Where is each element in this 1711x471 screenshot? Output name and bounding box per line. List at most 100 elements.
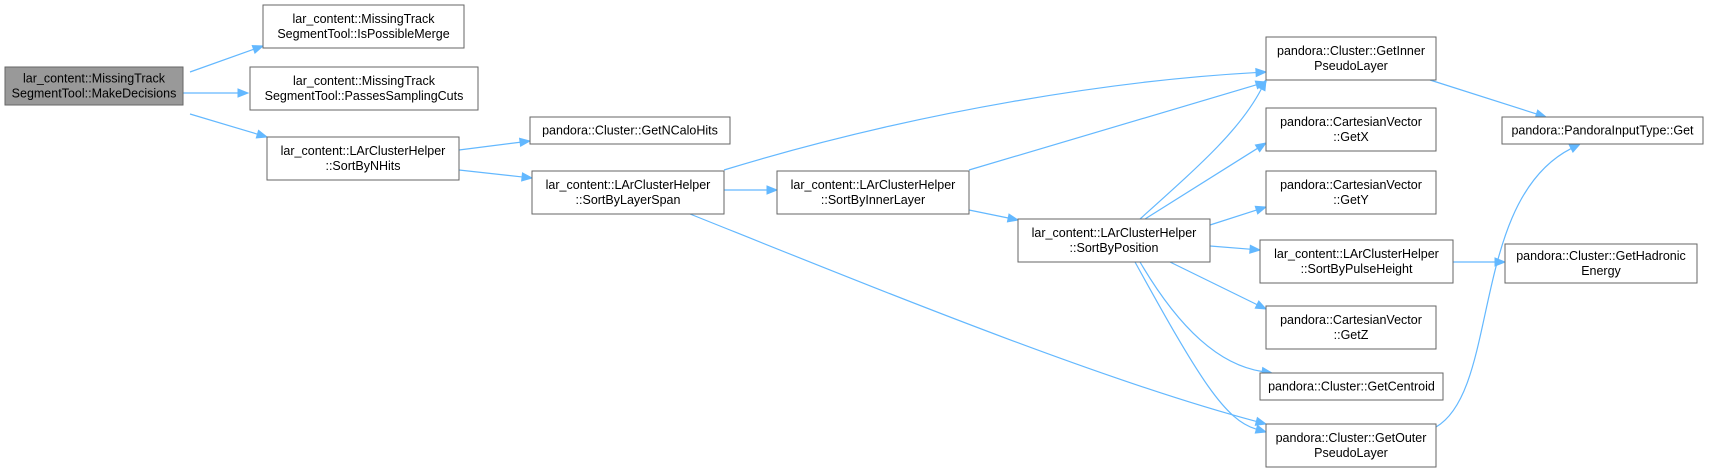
node-label-line: ::GetX — [1333, 130, 1369, 144]
node-label-line: SegmentTool::IsPossibleMerge — [277, 27, 449, 41]
nodes-layer: lar_content::MissingTrackSegmentTool::Ma… — [4, 4, 1704, 468]
node-sort-by-layer-span[interactable]: lar_content::LArClusterHelper::SortByLay… — [531, 170, 725, 215]
node-box — [1265, 107, 1437, 152]
arrowhead — [1494, 257, 1507, 267]
edge-sort-by-position-to-get-x — [1144, 142, 1268, 220]
edge-sort-by-nhits-to-sort-by-layer-span — [458, 169, 534, 182]
edge-line — [1144, 147, 1258, 220]
node-box — [262, 4, 465, 49]
edge-sort-by-position-to-get-z — [1169, 261, 1268, 310]
node-get-y[interactable]: pandora::CartesianVector::GetY — [1265, 170, 1437, 215]
edge-line — [458, 169, 523, 178]
edge-line — [1139, 261, 1263, 373]
node-label-line: ::SortByPulseHeight — [1301, 262, 1413, 276]
node-is-possible-merge[interactable]: lar_content::MissingTrackSegmentTool::Is… — [262, 4, 465, 49]
node-box — [1265, 36, 1437, 81]
edge-make-decisions-to-sort-by-nhits — [189, 113, 269, 139]
edge-sort-by-inner-layer-to-sort-by-position — [968, 209, 1020, 223]
arrowhead — [1254, 205, 1268, 215]
arrowhead — [1254, 142, 1268, 153]
node-label-line: lar_content::MissingTrack — [293, 12, 436, 26]
edge-line — [1209, 245, 1251, 250]
edge-sort-by-position-to-get-y — [1209, 205, 1268, 226]
edge-sort-by-position-to-get-inner-pseudo-layer — [1139, 78, 1267, 220]
node-sort-by-inner-layer[interactable]: lar_content::LArClusterHelper::SortByInn… — [776, 170, 970, 215]
edge-line — [189, 113, 258, 135]
node-label-line: lar_content::LArClusterHelper — [791, 178, 956, 192]
edge-sort-by-pulse-height-to-get-hadronic-energy — [1453, 257, 1507, 267]
arrowhead — [1568, 143, 1582, 153]
node-box — [531, 170, 725, 215]
edge-line — [1134, 261, 1257, 430]
edge-line — [1139, 88, 1262, 220]
node-label-line: ::SortByPosition — [1070, 241, 1159, 255]
node-box — [4, 66, 184, 106]
edge-line — [1169, 261, 1258, 306]
node-label-line: pandora::Cluster::GetHadronic — [1516, 249, 1686, 263]
node-box — [1259, 239, 1454, 284]
node-box — [266, 136, 460, 181]
edge-line — [189, 48, 254, 73]
arrowhead — [521, 172, 534, 182]
node-label-line: lar_content::LArClusterHelper — [546, 178, 711, 192]
node-label-line: lar_content::LArClusterHelper — [1032, 226, 1197, 240]
arrowhead — [1006, 213, 1020, 223]
node-label-line: pandora::CartesianVector — [1280, 313, 1422, 327]
node-get-z[interactable]: pandora::CartesianVector::GetZ — [1265, 305, 1437, 350]
edge-get-inner-pseudo-layer-to-pandora-input-type-get — [1429, 79, 1548, 119]
edge-line — [723, 71, 1257, 171]
node-label-line: pandora::Cluster::GetOuter — [1276, 431, 1427, 445]
edge-sort-by-layer-span-to-get-inner-pseudo-layer — [723, 67, 1268, 171]
node-pandora-input-type-get[interactable]: pandora::PandoraInputType::Get — [1501, 116, 1704, 145]
node-label-line: pandora::CartesianVector — [1280, 178, 1422, 192]
arrowhead — [255, 129, 269, 139]
node-label-line: pandora::PandoraInputType::Get — [1511, 124, 1694, 138]
node-make-decisions: lar_content::MissingTrackSegmentTool::Ma… — [4, 66, 184, 106]
edge-sort-by-layer-span-to-sort-by-inner-layer — [724, 185, 779, 195]
node-label-line: ::SortByInnerLayer — [821, 193, 925, 207]
edge-sort-by-nhits-to-get-ncalohits — [458, 137, 532, 151]
edge-sort-by-position-to-get-outer-pseudo-layer — [1134, 261, 1268, 434]
arrowhead — [237, 88, 250, 98]
edge-get-outer-pseudo-layer-to-pandora-input-type-get — [1435, 143, 1582, 428]
node-label-line: pandora::CartesianVector — [1280, 115, 1422, 129]
node-label-line: ::SortByNHits — [325, 159, 400, 173]
edge-line — [1209, 209, 1257, 226]
edges-layer — [183, 45, 1582, 434]
node-label-line: pandora::Cluster::GetInner — [1277, 44, 1425, 58]
node-label-line: lar_content::MissingTrack — [23, 72, 166, 86]
node-sort-by-pulse-height[interactable]: lar_content::LArClusterHelper::SortByPul… — [1259, 239, 1454, 284]
arrowhead — [1255, 67, 1268, 78]
arrowhead — [1256, 78, 1267, 92]
edge-line — [458, 141, 521, 151]
edge-line — [1435, 148, 1572, 428]
arrowhead — [1254, 300, 1268, 310]
node-label-line: lar_content::MissingTrack — [293, 74, 436, 88]
node-label-line: lar_content::LArClusterHelper — [1274, 247, 1439, 261]
node-box — [1501, 116, 1704, 145]
arrowhead — [251, 45, 265, 54]
edge-line — [689, 213, 1257, 423]
node-get-ncalohits[interactable]: pandora::Cluster::GetNCaloHits — [529, 116, 731, 145]
edge-make-decisions-to-is-possible-merge — [189, 45, 265, 73]
edge-sort-by-inner-layer-to-get-inner-pseudo-layer — [968, 80, 1268, 171]
node-get-x[interactable]: pandora::CartesianVector::GetX — [1265, 107, 1437, 152]
node-label-line: PseudoLayer — [1314, 446, 1388, 460]
node-label-line: Energy — [1581, 264, 1621, 278]
edge-line — [968, 209, 1009, 219]
arrowhead — [1249, 244, 1262, 254]
node-passes-sampling-cuts[interactable]: lar_content::MissingTrackSegmentTool::Pa… — [249, 66, 479, 111]
node-label-line: pandora::Cluster::GetCentroid — [1268, 380, 1435, 394]
node-sort-by-nhits[interactable]: lar_content::LArClusterHelper::SortByNHi… — [266, 136, 460, 181]
node-box — [1265, 423, 1437, 468]
node-get-centroid[interactable]: pandora::Cluster::GetCentroid — [1259, 372, 1444, 401]
arrowhead — [1254, 424, 1268, 434]
node-box — [1017, 218, 1211, 263]
node-label-line: SegmentTool::PassesSamplingCuts — [265, 89, 464, 103]
node-sort-by-position[interactable]: lar_content::LArClusterHelper::SortByPos… — [1017, 218, 1211, 263]
node-label-line: ::SortByLayerSpan — [576, 193, 681, 207]
